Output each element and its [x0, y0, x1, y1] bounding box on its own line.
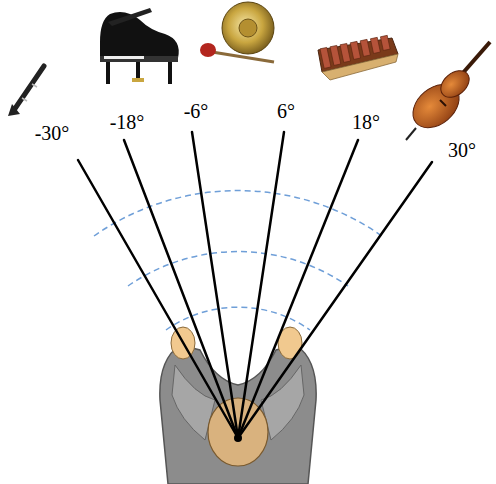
distance-arcs [94, 191, 382, 330]
angle-label: 18° [352, 112, 380, 132]
angle-label: -6° [184, 101, 209, 121]
angle-label: 30° [448, 140, 476, 160]
cello-icon [405, 42, 490, 140]
angle-label: -18° [110, 112, 145, 132]
angle-label: -30° [35, 123, 70, 143]
angle-label: 6° [277, 101, 295, 121]
head-center [234, 434, 242, 442]
listener-figure [160, 327, 316, 484]
clarinet-icon [8, 66, 44, 116]
direction-lines [78, 132, 432, 438]
xylophone-icon [318, 35, 398, 80]
piano-icon [100, 8, 179, 84]
gong-icon [200, 2, 274, 62]
